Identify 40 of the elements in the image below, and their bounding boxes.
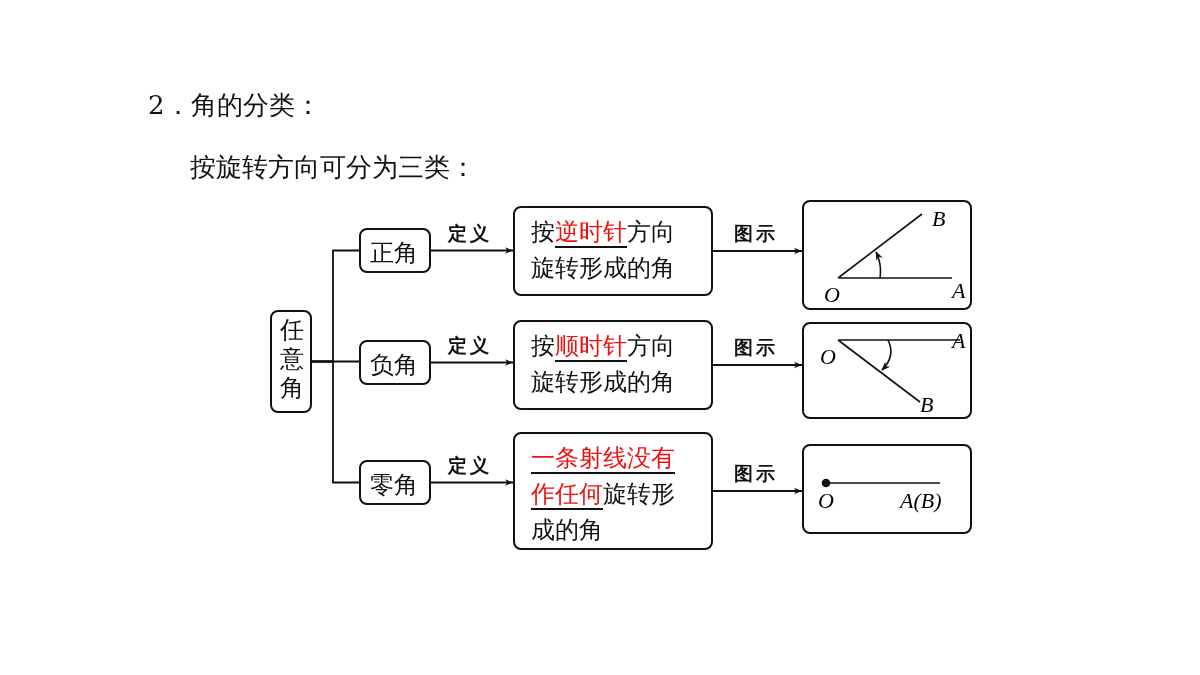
node-label: 负角 <box>370 350 418 381</box>
edge-label: 图示 <box>733 335 778 360</box>
definition-box <box>513 320 713 410</box>
definition-text: 按顺时针方向旋转形成的角 <box>531 331 676 398</box>
edge-label: 定义 <box>448 332 492 358</box>
point-label: O <box>820 346 836 368</box>
edge-label: 图示 <box>733 221 778 246</box>
category-box <box>359 460 431 505</box>
definition-box <box>513 432 713 550</box>
point-label: O <box>818 490 834 512</box>
category-box <box>359 228 431 273</box>
arrow <box>430 479 514 486</box>
arrow <box>712 487 803 495</box>
diagram-box <box>802 444 972 534</box>
edge-label: 定义 <box>448 220 492 246</box>
edge-label: 图示 <box>733 461 778 486</box>
definition-text: 按逆时针方向旋转形成的角 <box>531 217 676 284</box>
node-label: 任意角 <box>280 316 304 403</box>
point-label: O <box>824 284 840 306</box>
arrow <box>430 359 514 366</box>
node-label: 零角 <box>370 470 418 501</box>
branch-line <box>311 360 360 484</box>
point-label: B <box>932 208 946 230</box>
definition-text: 一条射线没有作任何旋转形成的角 <box>531 443 676 546</box>
node-label: 正角 <box>370 238 418 269</box>
edge-label: 定义 <box>448 452 492 478</box>
arrow <box>712 361 803 369</box>
category-box <box>359 340 431 385</box>
point-label: B <box>920 394 934 416</box>
diagram-box <box>802 200 972 310</box>
point-label: A(B) <box>900 490 942 512</box>
definition-box <box>513 206 713 296</box>
arrow <box>430 247 514 254</box>
diagram-box <box>802 322 972 419</box>
point-label: A <box>952 280 966 302</box>
subheading: 按旋转方向可分为三类： <box>190 151 476 184</box>
arrow <box>712 247 803 255</box>
root-box <box>270 310 312 413</box>
heading: 2．角的分类： <box>148 89 321 122</box>
point-label: A <box>952 330 966 352</box>
